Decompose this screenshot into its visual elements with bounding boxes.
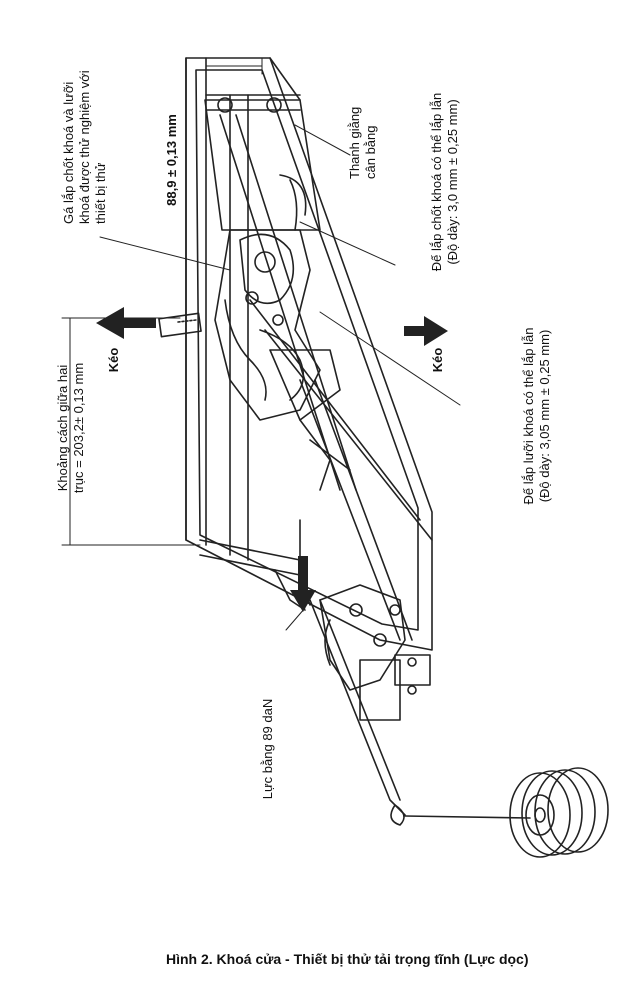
pull-arrow-right [404,316,448,346]
pull-arrow-left [96,307,156,339]
label-force: Lực bằng 89 daN [260,698,275,800]
label-pull-right: Kéo [430,347,445,373]
label-pull-left: Kéo [106,347,121,373]
pull-rod-left [158,312,202,338]
label-rolling-pin-mount: Đế lắp chốt khoá có thể lắp lẫn (Độ dày:… [429,92,460,272]
lower-rails [199,299,433,641]
lower-bracket [319,584,431,721]
force-arrow [290,556,316,612]
label-axis-distance: Khoảng cách giữa hai trục = 203,2± 0,13 … [55,362,86,494]
balance-bar [204,97,357,491]
figure-caption: Hình 2. Khoá cửa - Thiết bị thử tải trọn… [166,951,529,967]
label-fixture: Gá lắp chốt khoá và lưỡi khoá được thử n… [61,70,108,224]
weight-cable [274,519,531,826]
dimension-lines [61,57,461,631]
label-balance-bar: Thanh giằng cân bằng [347,106,378,179]
label-rolling-latch-mount: Đế lắp lưỡi khoá có thể lắp lẫn (Độ dày:… [521,327,552,505]
weight-stack [509,767,609,858]
label-dimension-88: 88,9 ± 0,13 mm [164,114,179,206]
latch-assembly [214,174,351,491]
